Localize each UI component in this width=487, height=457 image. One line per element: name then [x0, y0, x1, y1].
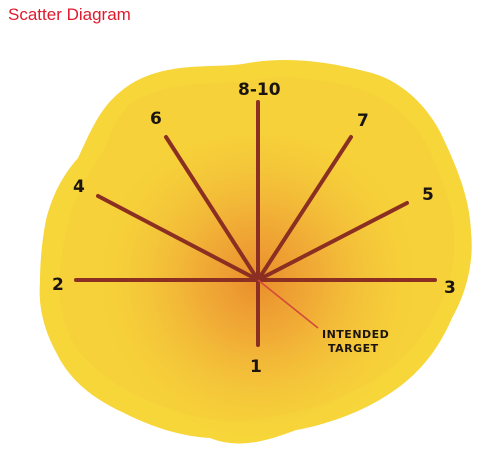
shot-line-5 — [256, 201, 409, 282]
shot-label-2: 2 — [52, 275, 64, 295]
shot-lines — [74, 100, 437, 347]
shot-line-6 — [164, 135, 260, 282]
shot-label-3: 3 — [444, 278, 456, 298]
shot-label-1: 1 — [250, 357, 262, 377]
shot-label-6: 6 — [150, 109, 162, 129]
shot-label-7: 7 — [357, 111, 369, 131]
intended-target-label-line2: TARGET — [328, 342, 379, 355]
intended-target-label-line1: INTENDED — [322, 328, 389, 341]
shot-label-4: 4 — [73, 177, 85, 197]
shot-label-5: 5 — [422, 185, 434, 205]
shot-line-4 — [96, 194, 260, 282]
diagram-title: Scatter Diagram — [8, 5, 131, 24]
shot-label-8-10: 8-10 — [238, 80, 281, 100]
shot-line-7 — [256, 135, 353, 282]
intended-target-line — [257, 279, 319, 329]
